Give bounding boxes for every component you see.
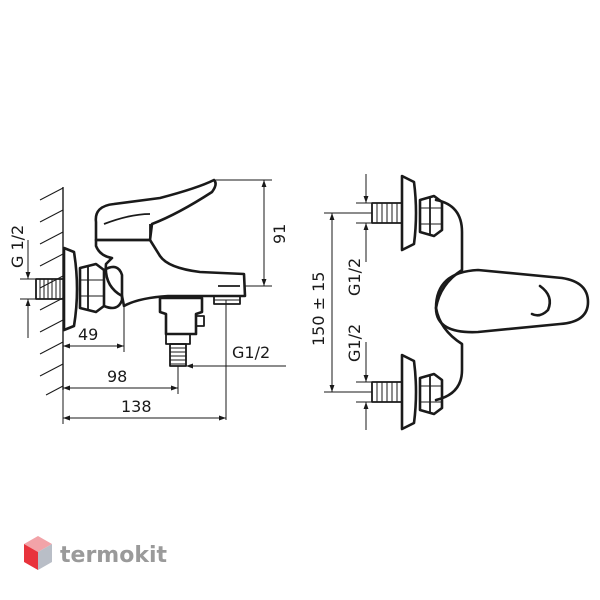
hex-nut — [78, 262, 106, 314]
upper-thread — [371, 202, 403, 224]
outlet-fitting — [158, 296, 204, 336]
upper-nut — [418, 194, 444, 238]
dimension-lower-thread: G1/2 — [345, 324, 364, 362]
lever-handle — [94, 178, 217, 242]
front-lever — [434, 268, 590, 334]
dimension-upper-thread: G1/2 — [345, 258, 364, 296]
dimension-depth-138: 138 — [121, 397, 152, 416]
brand-logo: termokit — [24, 536, 167, 570]
upper-rosette — [400, 174, 418, 252]
lower-rosette — [400, 353, 418, 431]
mixer-body — [94, 238, 247, 308]
lower-nut — [418, 372, 444, 416]
wall-rosette — [62, 246, 79, 332]
dimension-left-thread: G 1/2 — [8, 225, 27, 268]
dimension-outlet-thread: G1/2 — [232, 343, 270, 362]
front-view: 150 ± 15 G1/2 G1/2 — [309, 174, 590, 431]
dimension-depth-98: 98 — [107, 367, 127, 386]
dimension-spacing: 150 ± 15 — [309, 272, 328, 346]
side-view: G 1/2 91 49 G1/2 98 138 — [8, 178, 289, 424]
inlet-thread — [35, 278, 65, 300]
s-connector — [102, 265, 124, 310]
outlet-thread — [169, 343, 187, 367]
brand-name: termokit — [60, 543, 167, 568]
dimension-offset: 49 — [78, 325, 98, 344]
dimension-height: 91 — [270, 224, 289, 244]
lower-thread — [371, 381, 403, 403]
hexagon-cube-icon — [24, 536, 52, 570]
